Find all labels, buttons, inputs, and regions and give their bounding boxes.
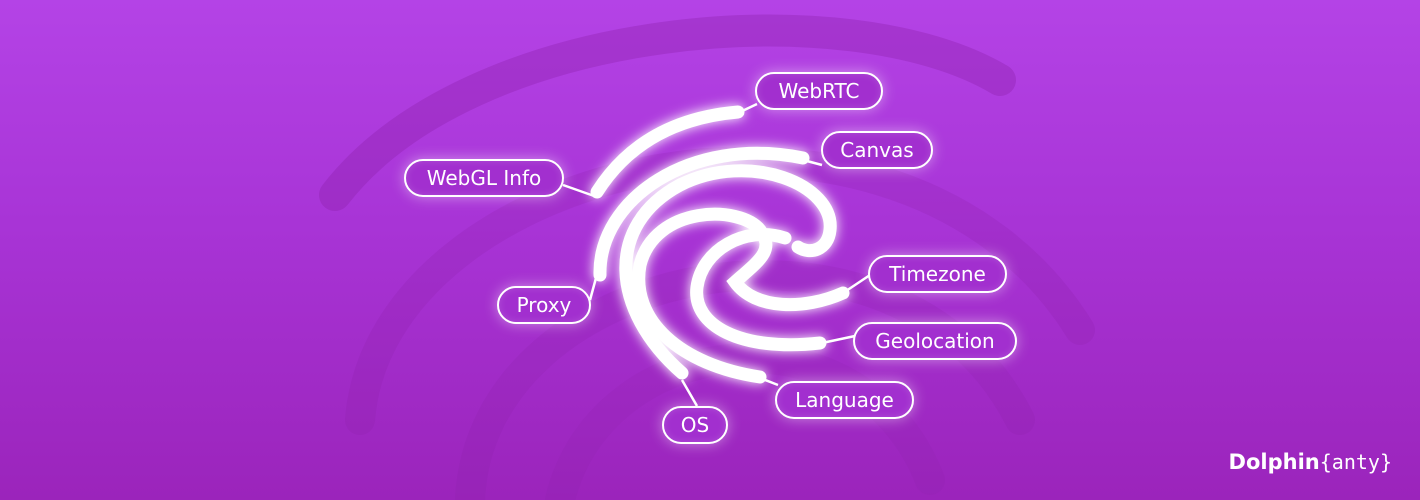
logo-brand: Dolphin [1228, 450, 1320, 474]
connector-os [680, 379, 699, 407]
bg-arc-2 [345, 146, 1095, 435]
ridge-5 [690, 228, 827, 352]
ridge-3 [619, 164, 837, 380]
bg-arc-outer [319, 14, 1016, 211]
label-proxy: Proxy [497, 286, 591, 324]
label-language: Language [775, 381, 914, 419]
label-os: OS [662, 406, 728, 444]
fingerprint-ridges [590, 105, 850, 384]
connector-geolocation [821, 334, 856, 345]
label-geolocation: Geolocation [853, 322, 1017, 360]
ridge-1 [590, 105, 745, 199]
connector-proxy [588, 277, 598, 301]
label-canvas: Canvas [821, 131, 933, 169]
logo-suffix: {anty} [1319, 450, 1392, 474]
label-timezone: Timezone [868, 255, 1007, 293]
ridge-4 [632, 207, 850, 384]
ridge-2 [593, 146, 810, 282]
label-webgl-info: WebGL Info [404, 159, 564, 197]
label-webrtc: WebRTC [755, 72, 883, 110]
dolphin-anty-logo: Dolphin{anty} [1229, 450, 1392, 474]
